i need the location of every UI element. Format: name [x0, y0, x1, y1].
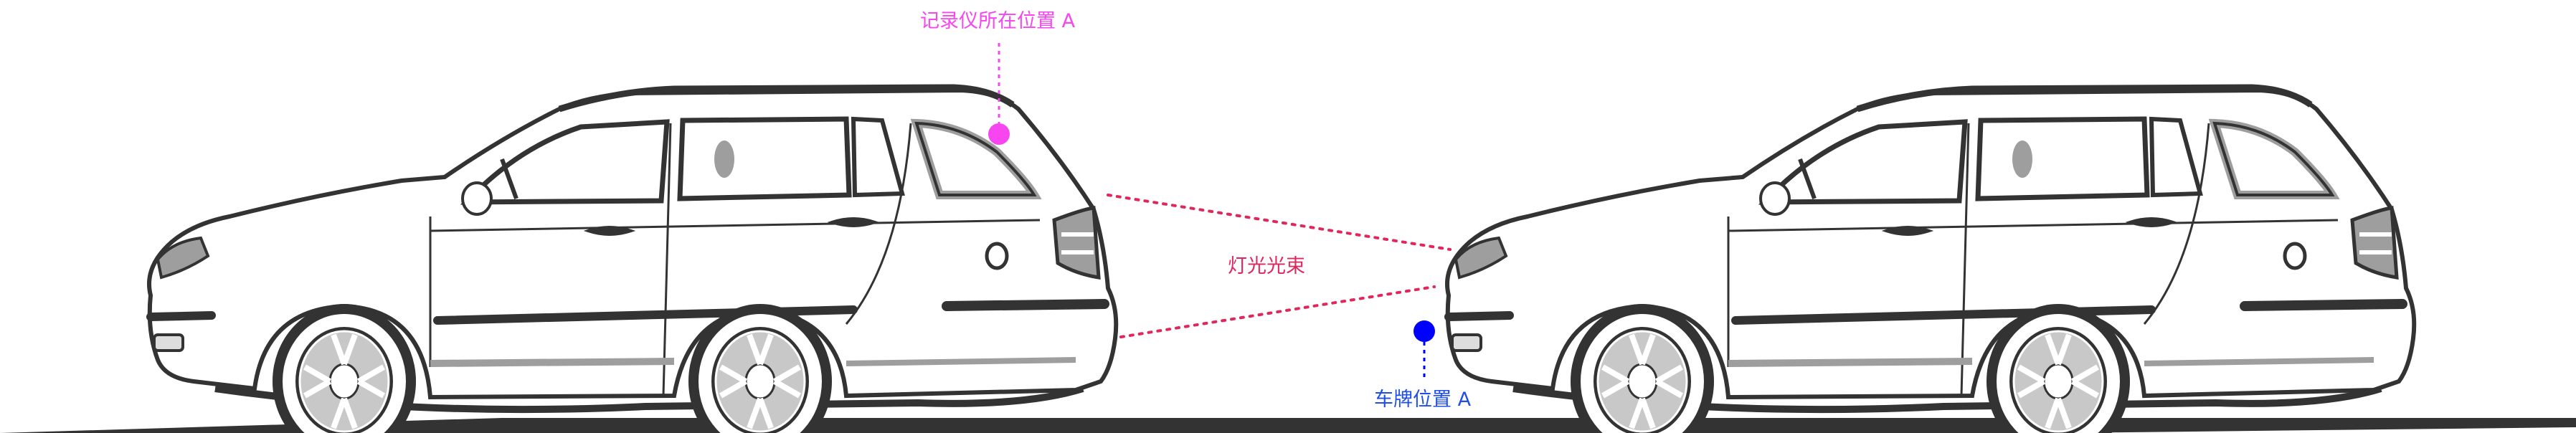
beam-line-lower — [1119, 285, 1436, 338]
light-beam-label: 灯光光束 — [1228, 255, 1305, 277]
car-right — [1447, 87, 2414, 433]
recorder-position-label: 记录仪所在位置 A — [920, 10, 1076, 32]
car-left — [149, 87, 1116, 433]
beam-line-upper — [1107, 194, 1452, 251]
plate-marker-dot — [1414, 320, 1435, 342]
ground-strip — [0, 418, 2576, 433]
recorder-marker-dot — [988, 123, 1010, 145]
license-plate-position-label: 车牌位置 A — [1374, 389, 1472, 411]
